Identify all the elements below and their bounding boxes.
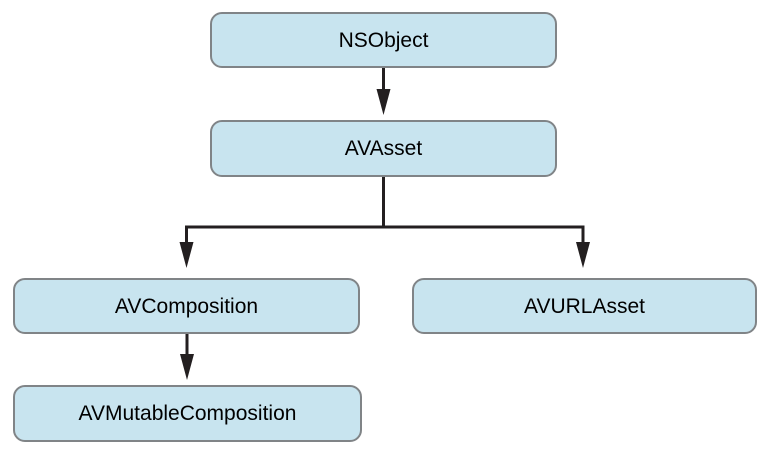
node-avurlasset-label: AVURLAsset (524, 294, 645, 318)
node-avcomposition: AVComposition (13, 278, 360, 334)
node-avasset-label: AVAsset (344, 137, 423, 160)
arrowhead-down-icon (376, 89, 391, 115)
edge-nsobject-avasset (376, 68, 391, 115)
edge-avasset-branch (179, 177, 590, 268)
edge-avcomposition-avmutablecomposition (180, 334, 194, 380)
node-nsobject-label: NSObject (338, 28, 429, 52)
node-nsobject: NSObject (210, 12, 557, 68)
node-avcomposition-label: AVComposition (114, 294, 259, 318)
arrowhead-down-icon (576, 242, 590, 268)
arrowhead-down-icon (180, 354, 194, 380)
arrowhead-down-icon (179, 242, 194, 268)
node-avasset: AVAsset (210, 120, 557, 177)
node-avmutablecomposition: AVMutableComposition (13, 385, 362, 442)
node-avurlasset: AVURLAsset (412, 278, 757, 334)
node-avmutablecomposition-label: AVMutableComposition (78, 402, 297, 425)
